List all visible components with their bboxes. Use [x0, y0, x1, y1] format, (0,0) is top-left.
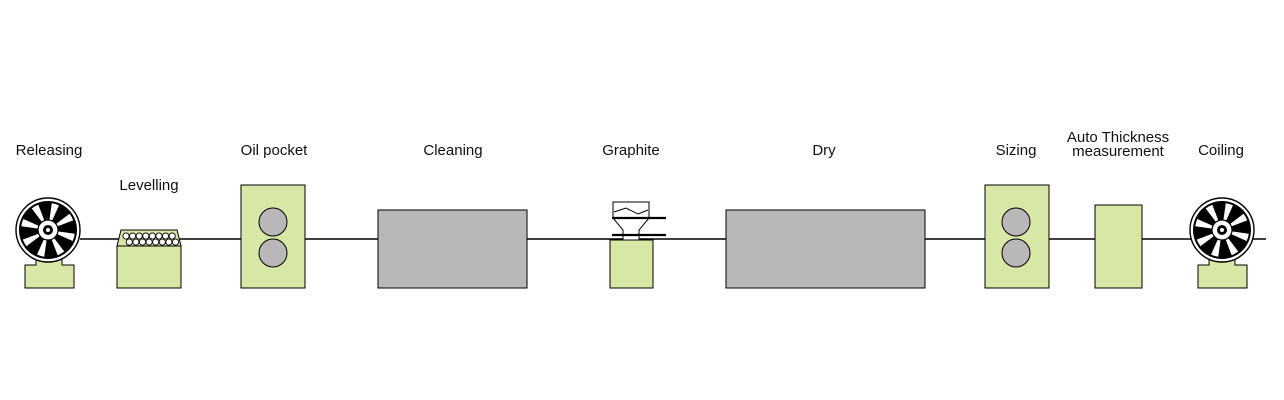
sizing-label: Sizing — [995, 142, 1037, 159]
graphite-base — [609, 239, 654, 289]
reel-spoke-gap — [22, 233, 41, 247]
levelling-top-roller — [162, 232, 170, 240]
cleaning-tank — [377, 209, 528, 289]
reel-spoke-gap — [1225, 237, 1239, 256]
levelling-bottom-roller — [132, 238, 140, 246]
levelling-label: Levelling — [119, 177, 179, 194]
releasing-label: Releasing — [15, 142, 83, 159]
levelling-top-roller — [135, 232, 143, 240]
reel-spoke-gap — [49, 203, 59, 221]
oil-pocket-machine — [240, 184, 306, 289]
levelling-rollers — [122, 232, 180, 246]
levelling-top-roller — [168, 232, 176, 240]
reel-spoke-gap — [1231, 231, 1249, 241]
graphite-machine — [609, 201, 666, 289]
coiling-reel — [1189, 197, 1255, 289]
reel-spoke-gap — [31, 204, 45, 223]
levelling-bottom-roller — [138, 238, 147, 246]
releasing-reel — [15, 197, 81, 289]
levelling-machine — [116, 229, 182, 289]
reel-spoke-gap — [1223, 203, 1233, 221]
levelling-bottom-roller — [145, 238, 153, 246]
oil-pocket-top-roller — [258, 207, 288, 237]
coiling-label: Coiling — [1198, 142, 1244, 159]
sizing-bottom-roller — [1001, 238, 1031, 268]
reel-spoke-gap — [1211, 239, 1221, 257]
levelling-top-roller — [122, 232, 130, 240]
levelling-bottom-roller — [158, 238, 166, 246]
levelling-bottom-roller — [171, 238, 180, 246]
auto-thickness-label-line2: measurement — [1072, 143, 1164, 160]
dry-label: Dry — [812, 142, 836, 159]
reel-spoke-gap — [51, 237, 65, 256]
reel-spoke-gap — [37, 239, 47, 257]
graphite-powder-line — [613, 207, 649, 215]
graphite-hopper — [612, 201, 650, 241]
oil-pocket-label: Oil pocket — [240, 142, 308, 159]
reel-spoke-gap — [55, 213, 74, 227]
oil-pocket-bottom-roller — [258, 238, 288, 268]
reel-spoke-gap — [57, 231, 75, 241]
auto-thickness-gauge — [1094, 204, 1143, 289]
reel-axle — [46, 228, 50, 232]
reel-spoke-gap — [1195, 219, 1213, 229]
reel-axle — [1220, 228, 1224, 232]
levelling-bottom-roller — [125, 238, 133, 246]
levelling-base — [116, 245, 182, 289]
auto-thickness-label-line1: Auto Thickness — [1066, 129, 1170, 146]
reel-spoke-gap — [21, 219, 39, 229]
releasing-reel-wheel — [15, 197, 81, 263]
reel-spoke-gap — [1196, 233, 1215, 247]
sizing-top-roller — [1001, 207, 1031, 237]
cleaning-label: Cleaning — [423, 142, 483, 159]
levelling-bottom-roller — [152, 238, 160, 246]
levelling-top-roller — [142, 232, 150, 240]
levelling-top-roller — [129, 232, 137, 240]
reel-spoke-gap — [1229, 213, 1248, 227]
levelling-top-roller — [148, 232, 156, 240]
reel-spoke-gap — [1205, 204, 1219, 223]
sizing-housing — [984, 184, 1050, 289]
coiling-reel-wheel — [1189, 197, 1255, 263]
dry-tank — [725, 209, 926, 289]
levelling-bottom-roller — [165, 238, 173, 246]
levelling-top-roller — [155, 232, 163, 240]
graphite-label: Graphite — [602, 142, 660, 159]
sizing-machine — [984, 184, 1050, 289]
